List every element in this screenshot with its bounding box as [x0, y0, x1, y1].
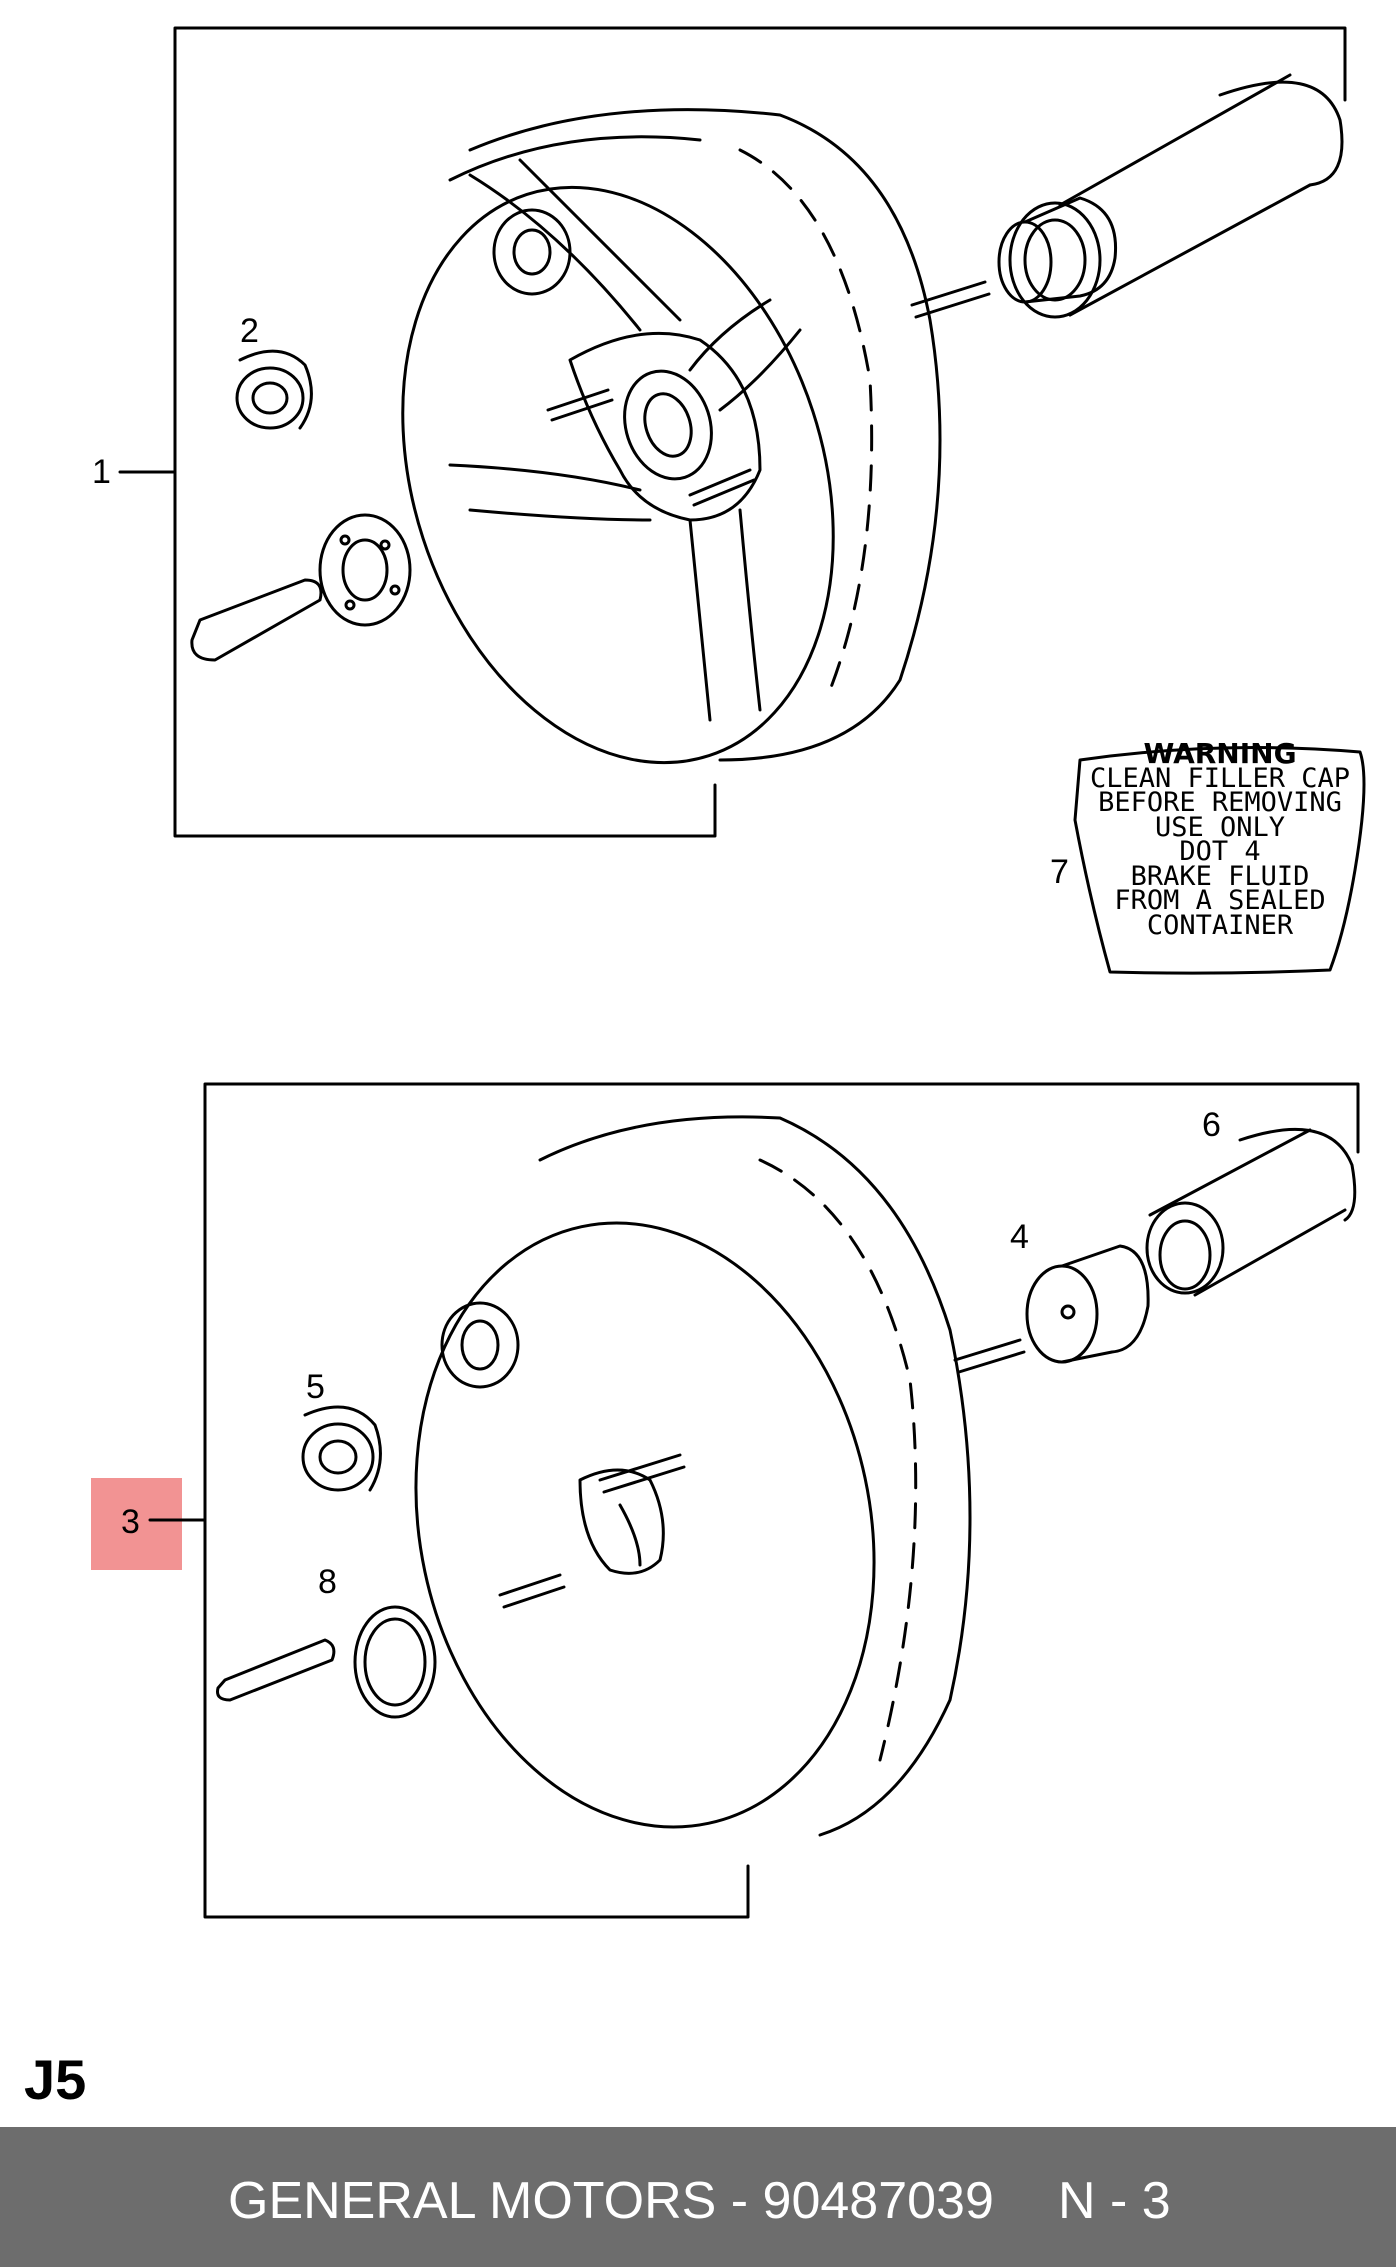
callout-1[interactable]: 1 [92, 453, 111, 491]
top-booster-body [401, 108, 991, 765]
bottom-assembly-bracket [203, 1082, 1360, 1919]
callout-8[interactable]: 8 [318, 1563, 337, 1601]
warning-line-3: BEFORE REMOVING [1098, 787, 1342, 818]
callout-2[interactable]: 2 [240, 312, 259, 350]
warning-line-6: BRAKE FLUID [1130, 860, 1310, 892]
warning-line-5: DOT 4 [1179, 836, 1261, 867]
bottom-seal-cup [1145, 1127, 1357, 1297]
footer-bar: GENERAL MOTORS - 90487039 N - 3 [0, 2127, 1396, 2267]
bottom-grommet [301, 1405, 382, 1492]
top-filter [997, 196, 1118, 304]
warning-line-1: WARNING [1143, 737, 1297, 770]
top-grommet [235, 349, 313, 430]
callout-4[interactable]: 4 [1010, 1218, 1029, 1256]
footer-brand-part-number: GENERAL MOTORS - 90487039 [228, 2172, 994, 2230]
callout-3[interactable]: 3 [121, 1503, 140, 1541]
top-assembly-bracket [173, 26, 1347, 838]
bottom-pushrod [216, 1638, 336, 1702]
warning-decal-text: WARNING CLEAN FILLER CAP BEFORE REMOVING… [1075, 737, 1365, 941]
callout-6[interactable]: 6 [1202, 1106, 1221, 1144]
warning-line-2: CLEAN FILLER CAP [1089, 762, 1351, 794]
top-bearing-ring [318, 513, 412, 627]
footer-page-ref: N - 3 [1058, 2172, 1171, 2230]
top-seal-cup [1008, 73, 1344, 319]
bottom-booster-body [414, 1115, 1026, 1837]
selected-callout-highlight [91, 1478, 182, 1570]
warning-line-8: CONTAINER [1146, 909, 1294, 941]
warning-line-7: FROM A SEALED [1114, 885, 1326, 916]
callout-5[interactable]: 5 [306, 1368, 325, 1406]
top-pushrod [190, 578, 323, 662]
bottom-o-ring [353, 1605, 437, 1719]
callout-7[interactable]: 7 [1050, 853, 1069, 891]
warning-line-4: USE ONLY [1154, 811, 1286, 843]
bottom-filter [1025, 1244, 1150, 1364]
warning-decal-outline [1073, 746, 1366, 975]
page-code: J5 [24, 2048, 87, 2111]
parts-diagram [118, 26, 1366, 1919]
